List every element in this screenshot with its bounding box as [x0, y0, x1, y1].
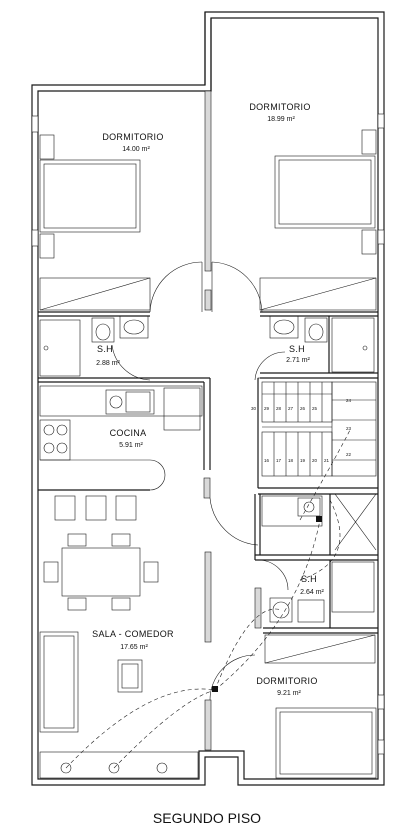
label-cocina-area: 5.91 m²: [119, 442, 143, 449]
step-23: 23: [346, 426, 352, 431]
bed-dorm2: [274, 129, 377, 255]
step-17: 17: [276, 458, 282, 463]
bed-dorm3: [275, 707, 377, 779]
bathroom-fixtures-lower: [261, 495, 375, 623]
label-sh2-area: 2.71 m²: [286, 357, 310, 364]
step-28: 28: [276, 406, 282, 411]
step-30: 30: [251, 406, 257, 411]
label-dorm3-name: DORMITORIO: [256, 676, 317, 686]
label-sh3-name: S.H: [301, 574, 317, 584]
step-21: 21: [324, 458, 330, 463]
windows: [31, 113, 385, 755]
label-sala-area: 17.65 m²: [120, 644, 148, 651]
interior-walls: [38, 90, 379, 751]
bathroom-fixtures-left: [39, 315, 149, 377]
label-cocina-name: COCINA: [110, 428, 147, 438]
label-dorm2-area: 18.99 m²: [267, 116, 295, 123]
label-sh1-area: 2.88 m²: [96, 360, 120, 367]
outer-walls: [31, 11, 385, 786]
living-set: [39, 631, 199, 779]
step-18: 18: [288, 458, 294, 463]
label-dorm2-name: DORMITORIO: [249, 102, 310, 112]
label-dorm1-name: DORMITORIO: [102, 132, 163, 142]
step-19: 19: [300, 458, 306, 463]
step-25: 25: [312, 406, 318, 411]
bathroom-fixtures-right: [269, 315, 375, 373]
label-sh1-name: S.H: [97, 344, 113, 354]
label-dorm1-area: 14.00 m²: [122, 146, 150, 153]
room-labels: DORMITORIO 14.00 m² DORMITORIO 18.99 m² …: [92, 102, 324, 697]
kitchen-fixtures: [39, 385, 203, 491]
label-sala-name: SALA - COMEDOR: [92, 629, 174, 639]
staircase: 30 29 28 27 26 25 16 17 18 19 20 21 24 2…: [251, 381, 377, 551]
label-sh2-name: S.H: [289, 344, 305, 354]
label-dorm3-area: 9.21 m²: [277, 690, 301, 697]
step-16: 16: [264, 458, 270, 463]
step-22: 22: [346, 452, 352, 457]
bed-dorm1: [39, 134, 141, 259]
dining-set: [43, 495, 159, 611]
step-26: 26: [300, 406, 306, 411]
doors: [111, 261, 289, 701]
step-29: 29: [264, 406, 270, 411]
step-20: 20: [312, 458, 318, 463]
label-sh3-area: 2.64 m²: [300, 589, 324, 596]
step-24: 24: [346, 398, 352, 403]
step-27: 27: [288, 406, 294, 411]
plan-title: SEGUNDO PISO: [153, 810, 261, 826]
electrical-runs: [65, 429, 351, 769]
